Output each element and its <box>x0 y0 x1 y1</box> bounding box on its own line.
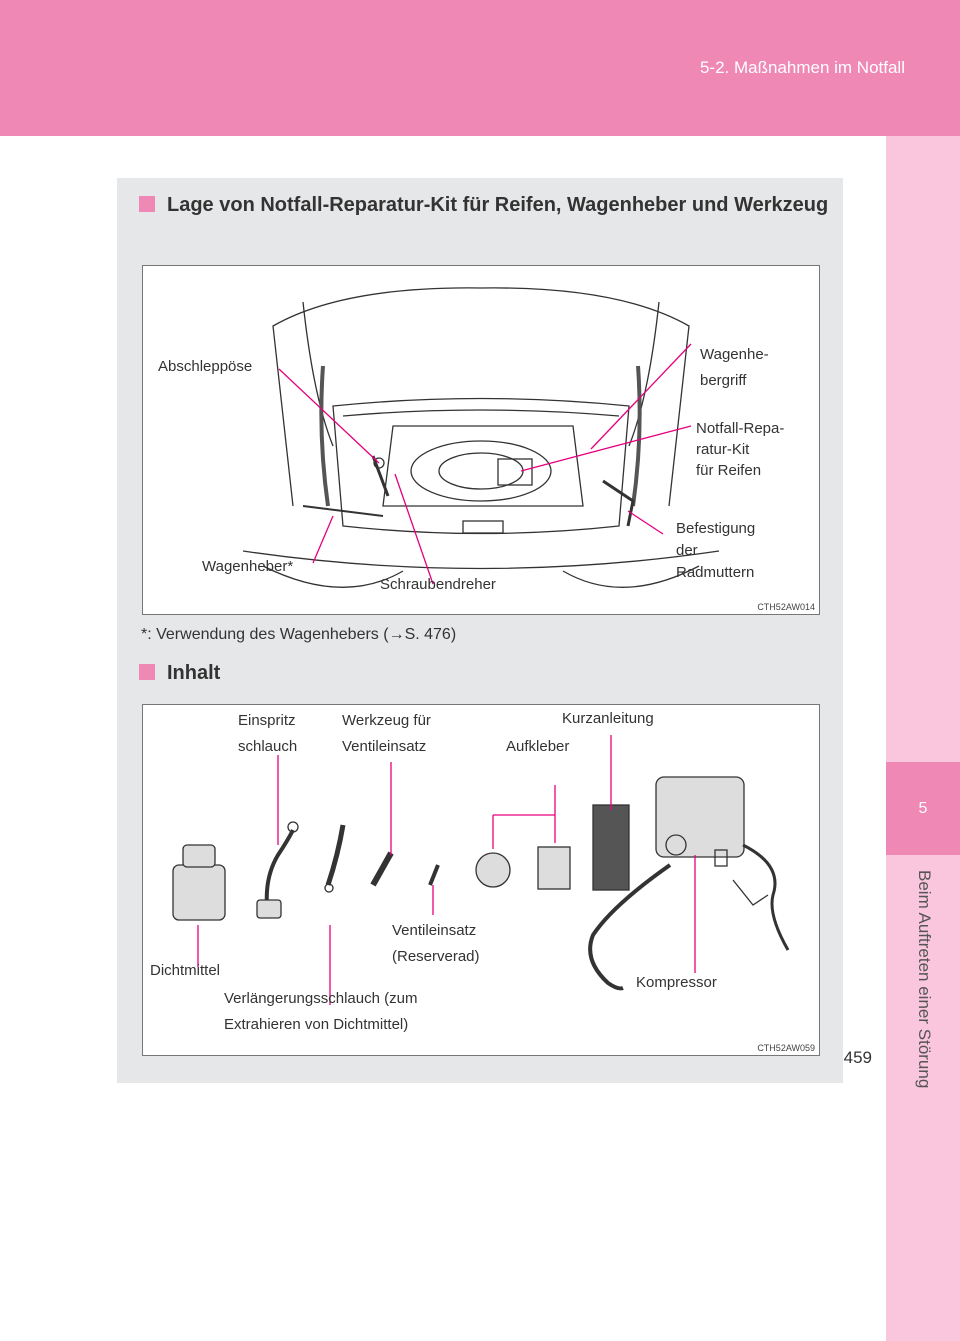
figure-code: CTH52AW014 <box>757 602 815 612</box>
label-befestigung-2: der <box>676 542 698 559</box>
label-werkzeug-2: Ventileinsatz <box>342 738 427 755</box>
label-notfall-3: für Reifen <box>696 462 762 479</box>
chapter-sidebar <box>886 136 960 1341</box>
label-kompressor: Kompressor <box>636 974 717 991</box>
label-befestigung-3: Radmuttern <box>676 564 755 581</box>
label-verlaengerung-2: Extrahieren von Dichtmittel) <box>224 1016 409 1033</box>
figure-code: CTH52AW059 <box>757 1043 815 1053</box>
figure-kit-contents: CTH52AW059 <box>142 704 820 1056</box>
figure-trunk: CTH52AW014 <box>142 265 820 615</box>
label-kurzanleitung: Kurzanleitung <box>562 710 654 727</box>
kit-illustration <box>172 735 790 1005</box>
chapter-tab[interactable]: 5 <box>886 762 960 855</box>
label-dichtmittel: Dichtmittel <box>150 962 221 979</box>
footnote-jack: *: Verwendung des Wagenhebers (→S. 476) <box>141 626 457 643</box>
bullet-square-icon <box>139 664 155 680</box>
label-notfall-2: ratur-Kit <box>696 441 750 458</box>
heading-location: Lage von Notfall-Reparatur-Kit für Reife… <box>139 188 829 222</box>
label-abschleppoese: Abschleppöse <box>158 358 253 375</box>
label-schraubendreher: Schraubendreher <box>380 576 496 593</box>
label-wagenhebergriff-1: Wagenhe- <box>700 346 769 363</box>
label-werkzeug-1: Werkzeug für <box>342 712 431 729</box>
heading-location-text: Lage von Notfall-Reparatur-Kit für Reife… <box>167 194 829 216</box>
label-notfall-1: Notfall-Repa- <box>696 420 785 437</box>
trunk-illustration <box>242 287 720 588</box>
page-number: 459 <box>843 1048 872 1067</box>
label-ventileinsatz-1: Ventileinsatz <box>392 922 477 939</box>
label-ventileinsatz-2: (Reserverad) <box>392 948 480 965</box>
heading-contents: Inhalt <box>139 656 829 690</box>
label-einspritz-1: Einspritz <box>238 712 296 729</box>
section-title: 5-2. Maßnahmen im Notfall <box>699 58 905 77</box>
heading-contents-text: Inhalt <box>167 662 221 684</box>
label-wagenhebergriff-2: bergriff <box>700 372 747 389</box>
label-befestigung-1: Befestigung <box>676 520 756 537</box>
label-einspritz-2: schlauch <box>238 738 298 755</box>
chapter-title: Beim Auftreten einer Störung <box>915 870 934 1089</box>
header-band: 5-2. Maßnahmen im Notfall <box>0 0 960 136</box>
chapter-number: 5 <box>918 800 928 817</box>
label-verlaengerung-1: Verlängerungsschlauch (zum <box>224 990 418 1007</box>
label-wagenheber: Wagenheber* <box>202 558 294 575</box>
bullet-square-icon <box>139 196 155 212</box>
label-aufkleber: Aufkleber <box>506 738 570 755</box>
